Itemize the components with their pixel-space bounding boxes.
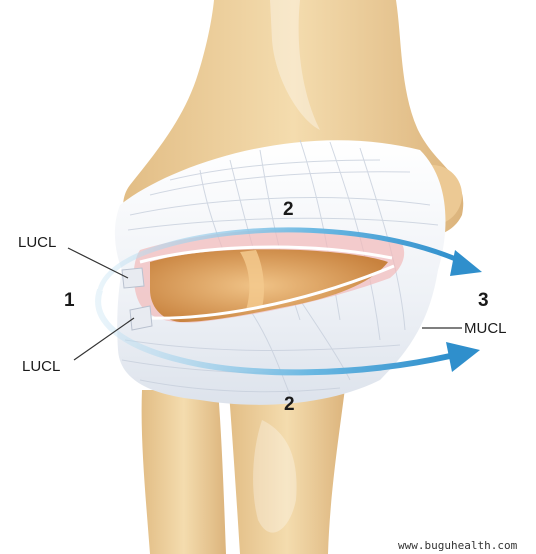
leader-lucl-upper [67,247,129,279]
instability-arrow-lower [95,289,451,376]
articular-cartilage [150,249,388,322]
label-lucl-lower: LUCL [22,358,60,375]
label-lucl-upper: LUCL [18,234,56,251]
ulna-highlight [253,420,297,533]
label-number-2-top: 2 [283,199,294,220]
watermark: www.buguhealth.com [398,539,518,552]
label-number-1: 1 [64,290,75,311]
lucl-torn-ends [121,267,153,331]
leader-lucl-lower [73,317,135,361]
ulna-bone [228,380,346,554]
cartilage-ridge [240,250,264,310]
arrow-head-lower [446,342,480,372]
instability-arrow-upper [97,227,459,291]
humerus-shading [270,0,320,130]
label-number-3: 3 [478,290,489,311]
radius-bone [141,390,226,554]
arrow-head-upper [450,250,482,276]
label-mucl: MUCL [464,320,507,337]
label-number-2-bottom: 2 [284,394,295,415]
joint-gap-lower [145,264,395,320]
joint-gap-upper [139,245,393,264]
